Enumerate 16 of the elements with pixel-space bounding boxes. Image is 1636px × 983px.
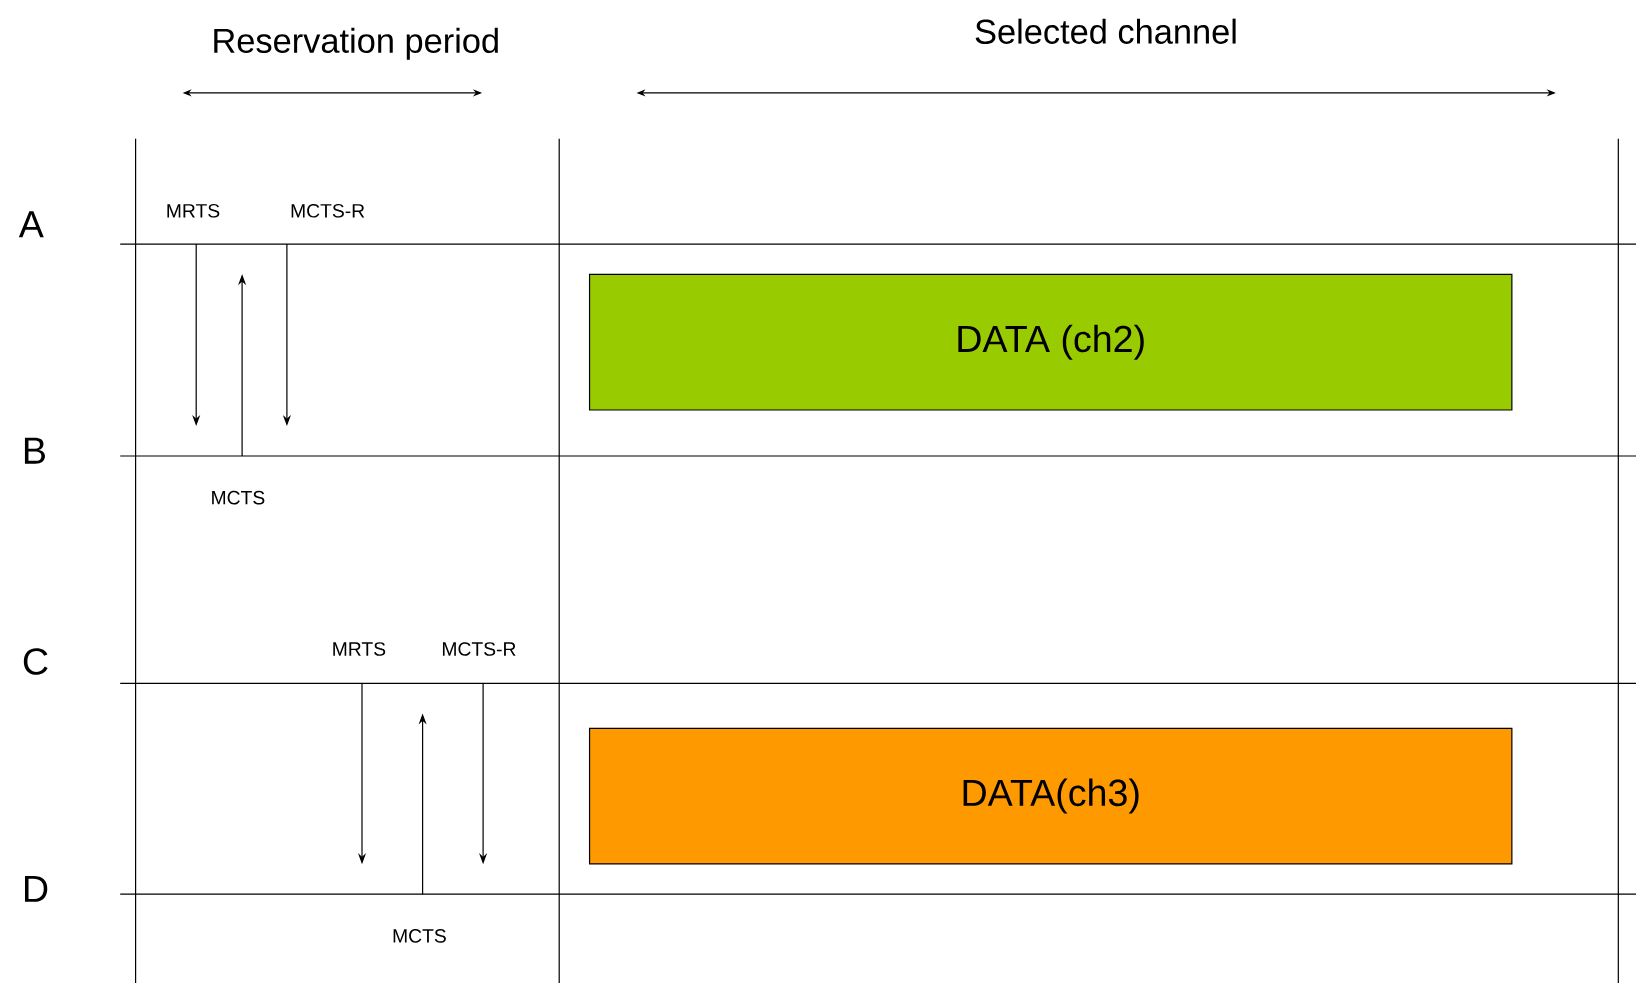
edge-label: MCTS-R: [291, 203, 365, 218]
edge-label: MCTS: [393, 929, 446, 943]
data-block: DATA(ch3): [588, 727, 1513, 865]
node-label: C: [23, 648, 48, 675]
data-block: DATA (ch2): [588, 273, 1513, 411]
node-label: B: [24, 437, 45, 464]
edge-label: MCTS-R: [442, 642, 516, 656]
edge-label: MCTS: [212, 490, 265, 505]
edge-label: MRTS: [167, 203, 220, 218]
heading: Selected channel: [975, 18, 1236, 44]
heading: Reservation period: [214, 27, 498, 60]
node-label: A: [18, 211, 44, 238]
edge-label: MRTS: [333, 642, 386, 656]
node-label: D: [25, 875, 48, 902]
timeline-row: D: [25, 875, 1636, 902]
timeline-row: B: [24, 437, 1636, 464]
